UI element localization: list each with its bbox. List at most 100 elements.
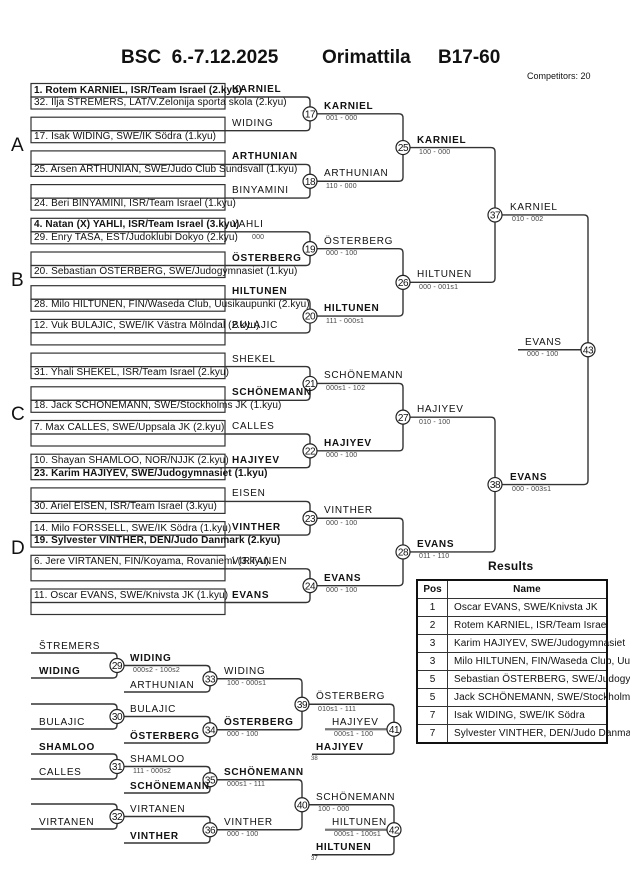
draw-box-row <box>30 352 226 368</box>
fight-marker: 29 <box>109 657 125 674</box>
draw-box-row <box>30 163 226 177</box>
draw-box-row <box>30 184 226 199</box>
draw-box-row <box>30 298 226 312</box>
score-text: 100 - 000 <box>419 149 451 157</box>
fight-marker: 22 <box>302 443 318 459</box>
fight-marker: 43 <box>580 342 596 358</box>
draw-box-row <box>30 399 226 413</box>
draw-entry: 6. Jere VIRTANEN, FIN/Koyama, Rovaniemi … <box>34 556 269 568</box>
fight-number: 29 <box>112 661 123 672</box>
results-name: Milo HILTUNEN, FIN/Waseda Club, Uusikaup… <box>454 656 630 667</box>
title-category: B17-60 <box>438 47 501 68</box>
fight-circle <box>202 722 218 738</box>
draw-box-row <box>30 150 226 165</box>
fight-number: 43 <box>583 345 594 356</box>
winner-label: EVANS <box>417 538 455 550</box>
fight-circle <box>395 544 411 560</box>
results-name: Isak WIDING, SWE/IK Södra <box>454 710 585 721</box>
fight-circle <box>109 708 125 725</box>
fight-number: 30 <box>112 712 123 723</box>
fight-marker: 19 <box>302 241 318 257</box>
draw-entry: 29. Enry TASA, EST/Judoklubi Dokyo (2.ky… <box>34 231 238 243</box>
draw-entry: 31. Yhali SHEKEL, ISR/Team Israel (2.kyu… <box>34 366 230 378</box>
winner-label: HAJIYEV <box>417 404 464 416</box>
pair-winner-label: HAJIYEV <box>232 454 280 466</box>
winner-label: ÖSTERBERG <box>224 716 294 728</box>
fight-marker: 42 <box>386 822 402 838</box>
fight-circle <box>202 671 218 687</box>
score-text: 000 <box>252 234 265 242</box>
draw-box-row <box>30 534 226 548</box>
fight-marker: 18 <box>302 173 318 189</box>
fight-number: 27 <box>398 413 409 424</box>
winner-label: VINTHER <box>324 505 373 517</box>
fight-circle <box>302 173 318 189</box>
draw-box-row <box>30 433 226 447</box>
results-position: 3 <box>418 635 448 652</box>
title-venue: Orimattila <box>322 47 411 68</box>
draw-box-row <box>30 332 226 346</box>
draw-entry: 28. Milo HILTUNEN, FIN/Waseda Club, Uusi… <box>34 299 310 311</box>
draw-box-row <box>30 500 226 514</box>
semifinal-loser-label: HILTUNEN <box>316 842 372 854</box>
score-text: 000s1 - 111 <box>227 781 266 789</box>
fight-number: 20 <box>305 312 316 323</box>
draw-box-row <box>30 264 226 279</box>
fight-marker: 39 <box>294 696 310 712</box>
draw-box-row <box>30 197 226 211</box>
fight-circle <box>386 721 402 737</box>
results-name: Sylvester VINTHER, DEN/Judo Danmark <box>454 728 630 739</box>
results-position: 7 <box>418 707 448 724</box>
score-text: 000s1 - 102 <box>326 384 366 392</box>
results-name: Karim HAJIYEV, SWE/Judogymnasiet <box>454 638 626 649</box>
results-name: Jack SCHÖNEMANN, SWE/Stockholms JK <box>454 692 630 703</box>
draw-entry: 1. Rotem KARNIEL, ISR/Team Israel (2.kyu… <box>34 84 242 96</box>
fight-number: 21 <box>305 379 316 390</box>
draw-entry: 24. Beri BINYAMINI, ISR/Team Israel (1.k… <box>34 198 236 210</box>
results-name: Rotem KARNIEL, ISR/Team Israel <box>454 620 609 631</box>
repechage-entrant: VINTHER <box>130 830 179 842</box>
draw-box-row <box>30 251 226 267</box>
draw-box-row <box>30 467 226 481</box>
fight-marker: 33 <box>202 671 218 687</box>
score-text: 111 - 000s1 <box>326 317 365 325</box>
winner-label: HILTUNEN <box>417 269 472 281</box>
score-text: 000s1 - 100s1 <box>334 831 381 839</box>
fight-marker: 31 <box>109 758 125 775</box>
score-text: 000 - 100 <box>227 731 259 739</box>
fight-circle <box>302 510 318 526</box>
winner-label: WIDING <box>130 652 172 664</box>
fight-number: 35 <box>205 775 216 786</box>
fight-marker: 23 <box>302 510 318 526</box>
score-text: 010s1 - 111 <box>318 705 357 713</box>
pair-winner-label: ARTHUNIAN <box>232 151 298 163</box>
fight-marker: 24 <box>302 578 318 594</box>
repechage-entry: ŠTREMERS <box>39 640 101 652</box>
fight-circle <box>302 578 318 594</box>
winner-label: KARNIEL <box>324 100 374 112</box>
repechage-entry: BULAJIC <box>39 716 86 728</box>
results-header-pos: Pos <box>418 581 448 598</box>
score-text: 000 - 001s1 <box>419 283 459 291</box>
score-text: 000 - 100 <box>527 351 559 359</box>
draw-box-row <box>30 231 226 245</box>
fight-marker: 36 <box>202 822 218 838</box>
draw-box-row <box>30 487 226 502</box>
fight-number: 42 <box>389 825 400 836</box>
winner-label: HILTUNEN <box>324 303 380 315</box>
score-text: 000 - 100 <box>227 831 259 839</box>
fight-circle <box>386 822 402 838</box>
score-text: 000 - 100 <box>326 519 358 527</box>
results-position: 5 <box>418 671 448 688</box>
bracket-line <box>403 416 496 553</box>
fight-number: 19 <box>305 244 316 255</box>
pair-winner-label: YAHLI <box>232 218 264 230</box>
winner-label: KARNIEL <box>417 134 467 146</box>
draw-entry: 12. Vuk BULAJIC, SWE/IK Västra Mölndal (… <box>34 320 260 332</box>
winner-label: SCHÖNEMANN <box>316 791 396 803</box>
pair-winner-label: BINYAMINI <box>232 185 289 197</box>
final-winner-label: EVANS <box>525 336 562 348</box>
